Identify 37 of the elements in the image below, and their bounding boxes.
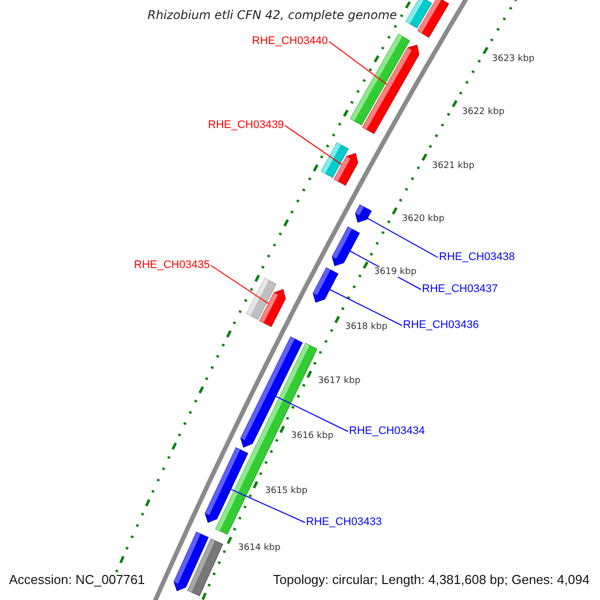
gene-label: RHE_CH03436 (403, 319, 479, 332)
title: Rhizobium etli CFN 42, complete genome (148, 9, 397, 23)
gene-block (334, 153, 358, 186)
gene-label: RHE_CH03437 (422, 283, 498, 296)
gene-label: RHE_CH03435 (134, 259, 210, 272)
gene-label: RHE_CH03440 (252, 35, 328, 48)
scale-label: 3621 kbp (432, 161, 474, 172)
accession-text: Accession: NC_007761 (9, 573, 145, 588)
leader-line (328, 41, 388, 85)
scale-label: 3622 kbp (462, 107, 504, 118)
gene-block (312, 267, 338, 303)
feature-bar (417, 0, 450, 38)
leader-line (284, 125, 342, 166)
scale-label: 3617 kbp (318, 376, 360, 386)
scale-label: 3615 kbp (265, 486, 308, 496)
leader-line (210, 265, 269, 304)
leader-line (230, 488, 306, 523)
gene-label: RHE_CH03438 (439, 251, 515, 264)
scale-label: 3620 kbp (402, 214, 444, 224)
scale-label: 3623 kbp (492, 54, 534, 64)
gene-block (355, 204, 372, 223)
gene-label: RHE_CH03439 (208, 119, 284, 132)
gene-block (204, 447, 248, 523)
leader-line (275, 396, 348, 432)
gene-block (362, 44, 420, 134)
gene-block (259, 289, 286, 327)
scale-label: 3619 kbp (374, 267, 416, 278)
gene-label: RHE_CH03434 (349, 425, 425, 438)
feature-bar (187, 538, 224, 596)
leader-line (329, 289, 402, 326)
gene-label: RHE_CH03433 (306, 516, 382, 529)
leader-line (366, 218, 438, 258)
scale-label: 3616 kbp (291, 431, 334, 442)
genome-info-text: Topology: circular; Length: 4,381,608 bp; Genes: 4,094 (273, 573, 590, 588)
scale-label: 3618 kbp (345, 322, 388, 332)
scale-label: 3614 kbp (238, 543, 280, 554)
gene-block (332, 226, 360, 266)
